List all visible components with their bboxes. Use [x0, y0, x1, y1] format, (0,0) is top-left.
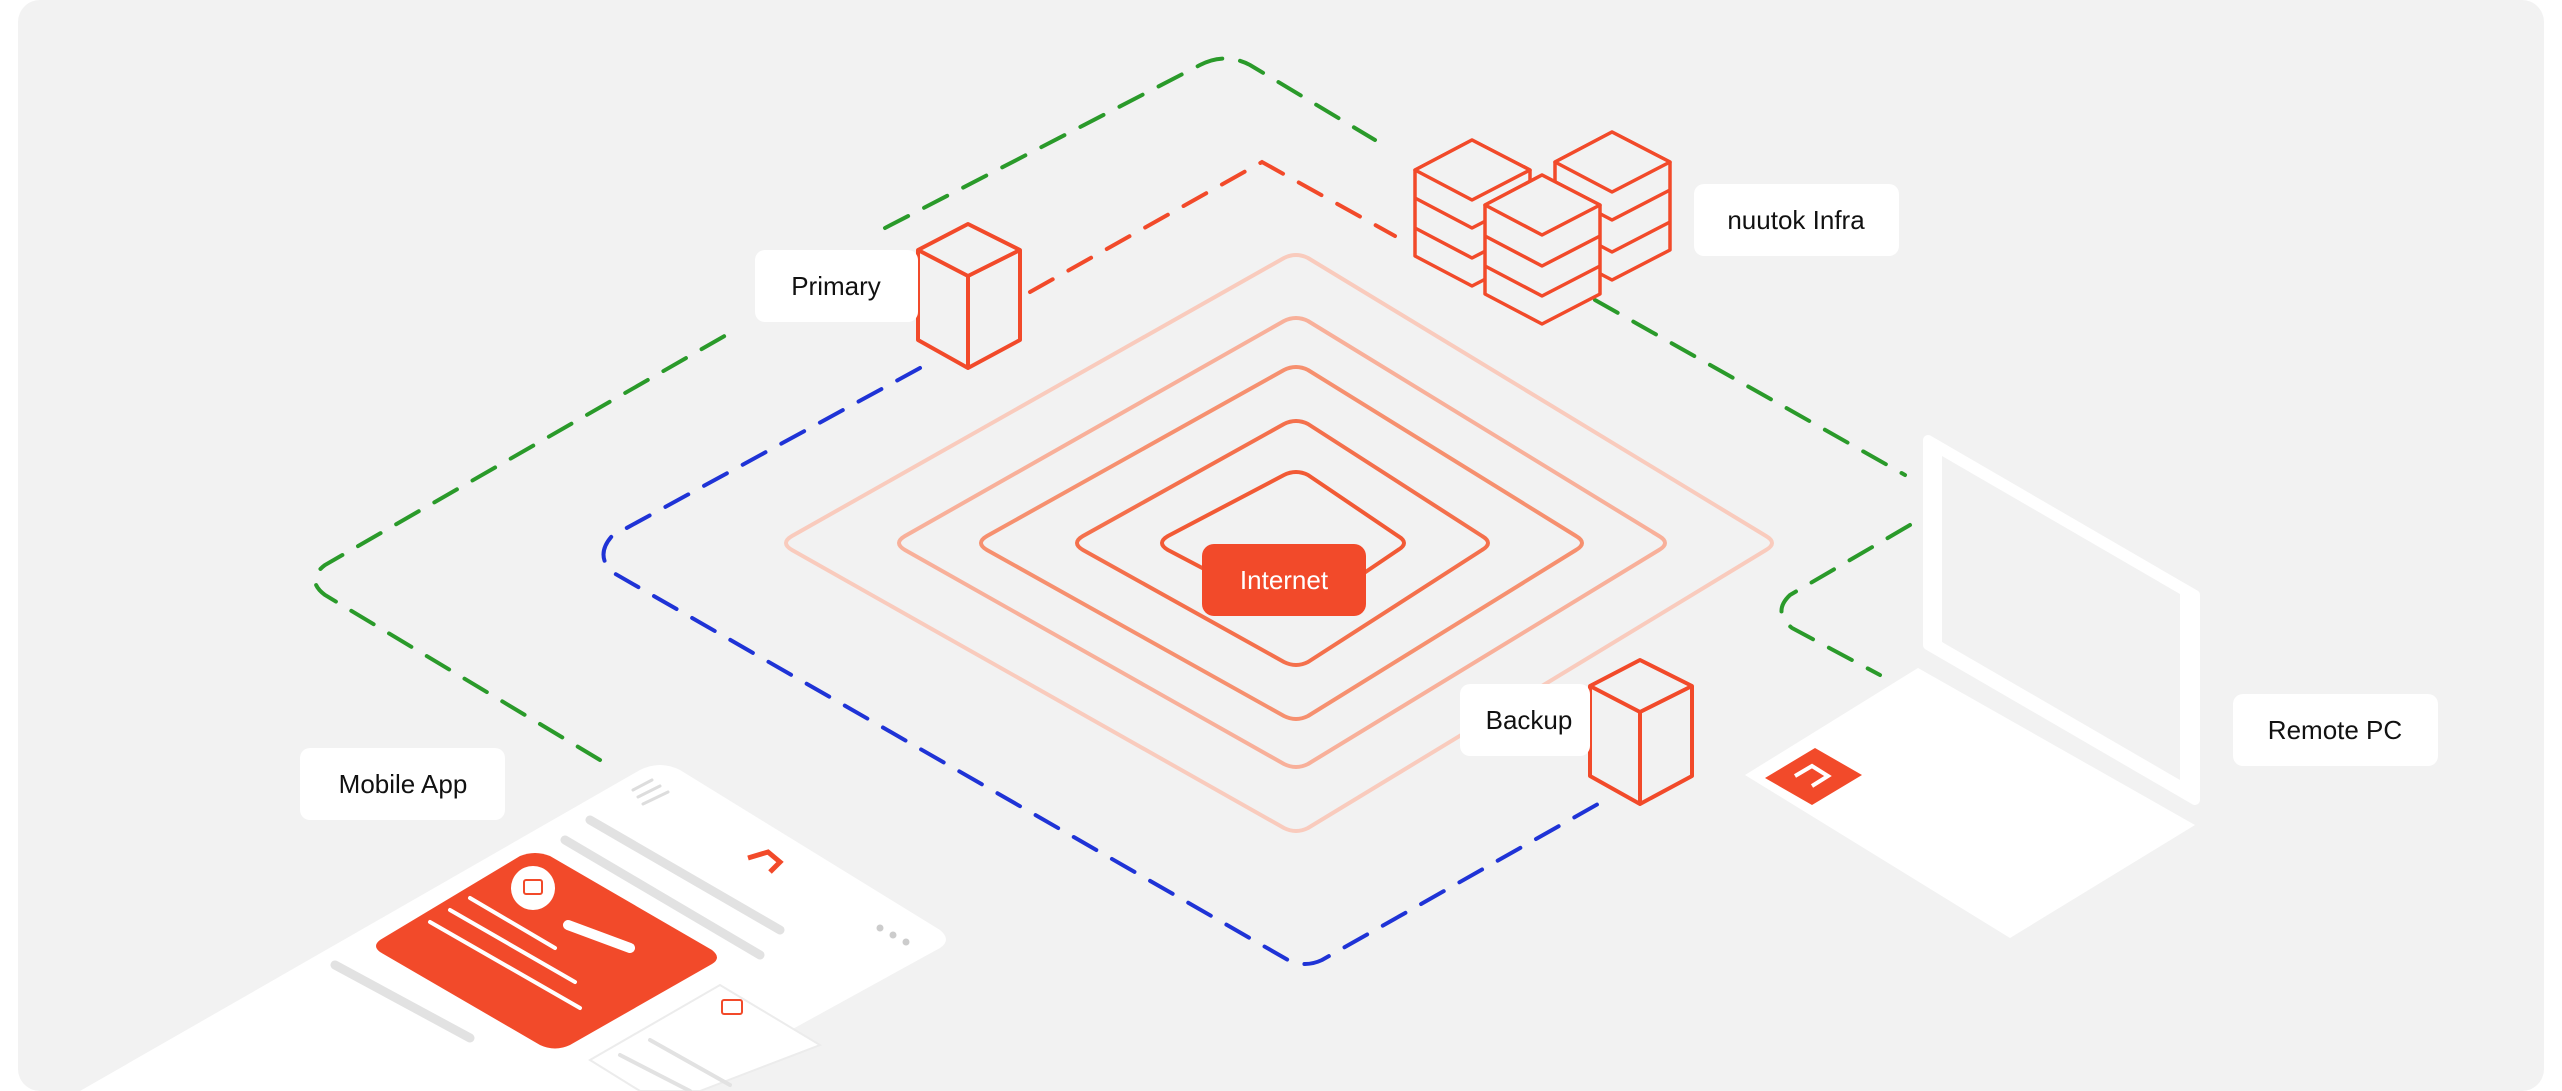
green-path-primary-to-infra: [883, 56, 1377, 230]
ring-2: [1075, 419, 1490, 667]
internet-rings: [784, 253, 1774, 833]
label-backup-text: Backup: [1486, 705, 1573, 735]
label-mobile-app-text: Mobile App: [339, 769, 468, 799]
mobile-app-device[interactable]: [80, 765, 946, 1091]
internet-node[interactable]: Internet: [1202, 544, 1366, 616]
label-backup: Backup: [1460, 684, 1590, 756]
server-cluster-icon: [1413, 130, 1672, 326]
label-primary-text: Primary: [791, 271, 881, 301]
blue-path-primary-to-backup: [601, 366, 1607, 966]
smartphone-icon: [80, 765, 946, 1091]
green-path-mobile-to-primary: [313, 328, 737, 762]
ring-3: [979, 365, 1584, 721]
green-path-laptop-return: [1779, 523, 1912, 677]
primary-server[interactable]: [916, 222, 1022, 370]
brand-logo-icon: [1765, 748, 1862, 805]
connection-paths: [313, 56, 1912, 966]
label-primary: Primary: [755, 250, 918, 322]
label-remote-pc-text: Remote PC: [2268, 715, 2402, 745]
ring-outer-5: [784, 253, 1774, 833]
label-mobile-app: Mobile App: [300, 748, 505, 820]
label-infra-text: nuutok Infra: [1727, 205, 1865, 235]
label-remote-pc: Remote PC: [2233, 694, 2438, 766]
green-path-infra-to-laptop: [1593, 298, 1907, 477]
internet-badge: [1202, 544, 1366, 616]
backup-server[interactable]: [1588, 658, 1694, 806]
laptop-icon: [1745, 435, 2200, 938]
ring-4: [897, 316, 1667, 769]
internet-label: Internet: [1240, 565, 1329, 595]
remote-pc-laptop[interactable]: [1745, 435, 2200, 938]
orange-path-primary-to-infra: [1028, 159, 1397, 294]
infra-cluster[interactable]: [1413, 130, 1672, 326]
label-infra: nuutok Infra: [1694, 184, 1899, 256]
